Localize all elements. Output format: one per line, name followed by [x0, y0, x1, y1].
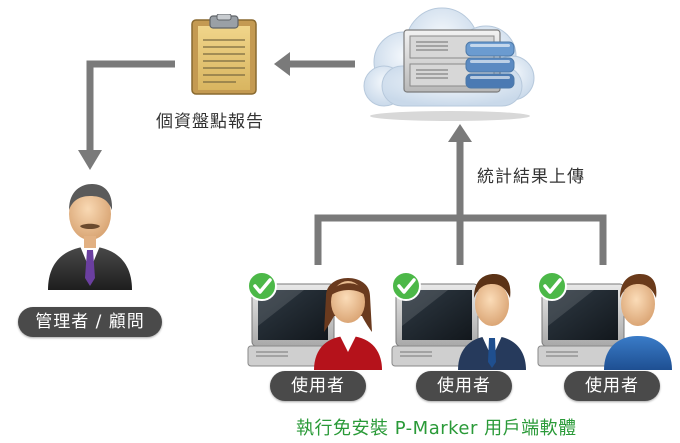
upload-label: 統計結果上傳	[477, 167, 585, 187]
arrowhead-up	[448, 124, 472, 142]
arrowhead-down	[78, 150, 102, 170]
user-pill-2: 使用者	[416, 371, 512, 401]
report-to-admin-arrow	[86, 60, 175, 150]
consultant-person-icon	[48, 184, 132, 290]
user-workstation-icon	[537, 271, 672, 370]
arrowhead-left	[274, 52, 290, 76]
cloud-server-icon	[363, 7, 535, 121]
user-workstation-icon	[391, 271, 526, 370]
user-pill-1: 使用者	[270, 371, 366, 401]
admin-pill: 管理者 / 顧問	[18, 307, 162, 337]
user-pill-3: 使用者	[564, 371, 660, 401]
clipboard-report-icon	[191, 14, 257, 95]
caption: 執行免安裝 P-Marker 用戶端軟體	[296, 418, 577, 439]
user-workstation-icon	[247, 271, 382, 370]
report-label: 個資盤點報告	[156, 112, 264, 132]
